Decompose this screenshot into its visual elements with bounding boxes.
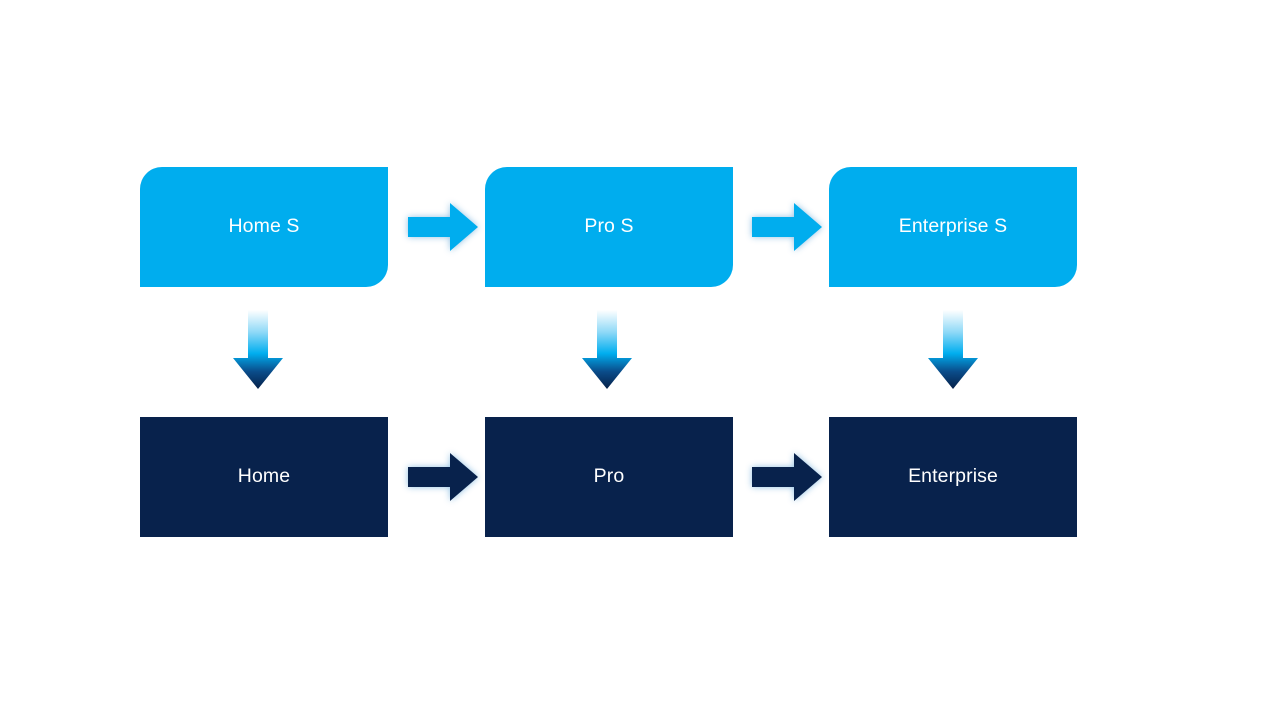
node-label: Pro — [593, 465, 625, 488]
arrow-down-icon-enterprise-s-to-enterprise — [927, 310, 979, 390]
arrow-right-icon-home-to-pro — [408, 452, 478, 502]
node-label: Enterprise S — [898, 215, 1008, 238]
node-label: Pro S — [584, 215, 634, 238]
arrow-right-icon-pro-s-to-enterprise-s — [752, 202, 822, 252]
arrow-right-icon-pro-to-enterprise — [752, 452, 822, 502]
arrow-right-icon-home-s-to-pro-s — [408, 202, 478, 252]
node-home[interactable]: Home — [140, 417, 388, 537]
node-enterprise-s[interactable]: Enterprise S — [829, 167, 1077, 287]
node-enterprise[interactable]: Enterprise — [829, 417, 1077, 537]
node-label: Home S — [228, 215, 300, 238]
node-pro-s[interactable]: Pro S — [485, 167, 733, 287]
arrow-down-icon-pro-s-to-pro — [581, 310, 633, 390]
node-label: Home — [237, 465, 291, 488]
node-pro[interactable]: Pro — [485, 417, 733, 537]
node-label: Enterprise — [908, 465, 998, 488]
arrow-down-icon-home-s-to-home — [232, 310, 284, 390]
node-home-s[interactable]: Home S — [140, 167, 388, 287]
